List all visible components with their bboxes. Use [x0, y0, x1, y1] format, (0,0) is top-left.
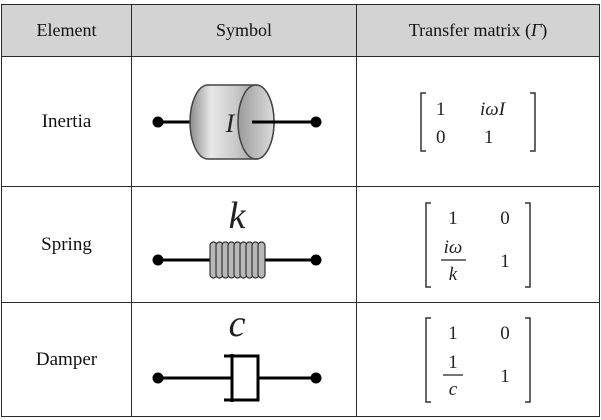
symbol-inertia: I — [131, 56, 357, 187]
transfer-matrix-table: Element Symbol Transfer matrix (Γ) Inert… — [1, 4, 600, 417]
header-row: Element Symbol Transfer matrix (Γ) — [1, 4, 600, 57]
right-bracket — [525, 201, 531, 288]
header-transfer-suffix: ) — [541, 20, 548, 40]
header-transfer-matrix: Transfer matrix (Γ) — [356, 4, 600, 57]
element-name-inertia: Inertia — [1, 56, 132, 187]
matrix-cell-c-denominator: c — [449, 379, 458, 400]
table-row-damper: Damper c 1 0 1 — [1, 302, 600, 417]
matrix-cell-c-denominator: k — [449, 264, 458, 285]
header-symbol: Symbol — [131, 4, 357, 57]
matrix-cell-c-numerator: 1 — [448, 352, 458, 373]
element-name-spring: Spring — [1, 186, 132, 303]
inertia-matrix: 1 iωI 0 1 — [420, 91, 536, 152]
inertia-label: I — [225, 109, 236, 138]
symbol-spring: k — [131, 186, 357, 303]
matrix-cell-d: 1 — [500, 251, 510, 272]
header-transfer-prefix: Transfer matrix ( — [408, 20, 532, 40]
symbol-damper: c — [131, 302, 357, 417]
damper-label: c — [229, 306, 246, 345]
inertia-symbol-icon: I — [152, 83, 322, 160]
element-name-damper: Damper — [1, 302, 132, 417]
header-transfer-symbol: Γ — [531, 20, 542, 40]
spring-left-node — [152, 254, 164, 265]
left-bracket — [425, 316, 431, 403]
spring-right-node — [310, 254, 322, 265]
spring-coil — [209, 240, 266, 279]
matrix-cell-d: 1 — [484, 127, 494, 148]
spring-label: k — [229, 195, 247, 237]
matrix-cell-c-numerator: iω — [444, 237, 463, 258]
matrix-cell-b: iωI — [480, 99, 507, 120]
matrix-inertia: 1 iωI 0 1 — [356, 56, 600, 187]
matrix-cell-a: 1 — [448, 208, 458, 229]
right-bracket — [525, 316, 531, 403]
matrix-cell-a: 1 — [448, 323, 458, 344]
matrix-spring: 1 0 iω k 1 — [356, 186, 600, 303]
left-bracket — [425, 201, 431, 288]
matrix-cell-b: 0 — [500, 323, 510, 344]
header-element: Element — [1, 4, 132, 57]
matrix-cell-c: 0 — [436, 127, 446, 148]
matrix-cell-b: 0 — [500, 208, 510, 229]
matrix-damper: 1 0 1 c 1 — [356, 302, 600, 417]
left-bracket — [420, 91, 426, 152]
inertia-left-node — [152, 116, 164, 127]
inertia-right-node — [310, 116, 322, 127]
table-row-spring: Spring k — [1, 186, 600, 303]
damper-right-node — [310, 372, 322, 383]
spring-symbol-icon: k — [152, 195, 322, 279]
damper-matrix: 1 0 1 c 1 — [425, 316, 531, 403]
damper-symbol-icon: c — [152, 306, 322, 402]
table-row-inertia: Inertia — [1, 56, 600, 187]
damper-left-node — [152, 372, 164, 383]
matrix-cell-d: 1 — [500, 366, 510, 387]
right-bracket — [530, 91, 536, 152]
matrix-cell-a: 1 — [436, 99, 446, 120]
spring-matrix: 1 0 iω k 1 — [425, 201, 531, 288]
